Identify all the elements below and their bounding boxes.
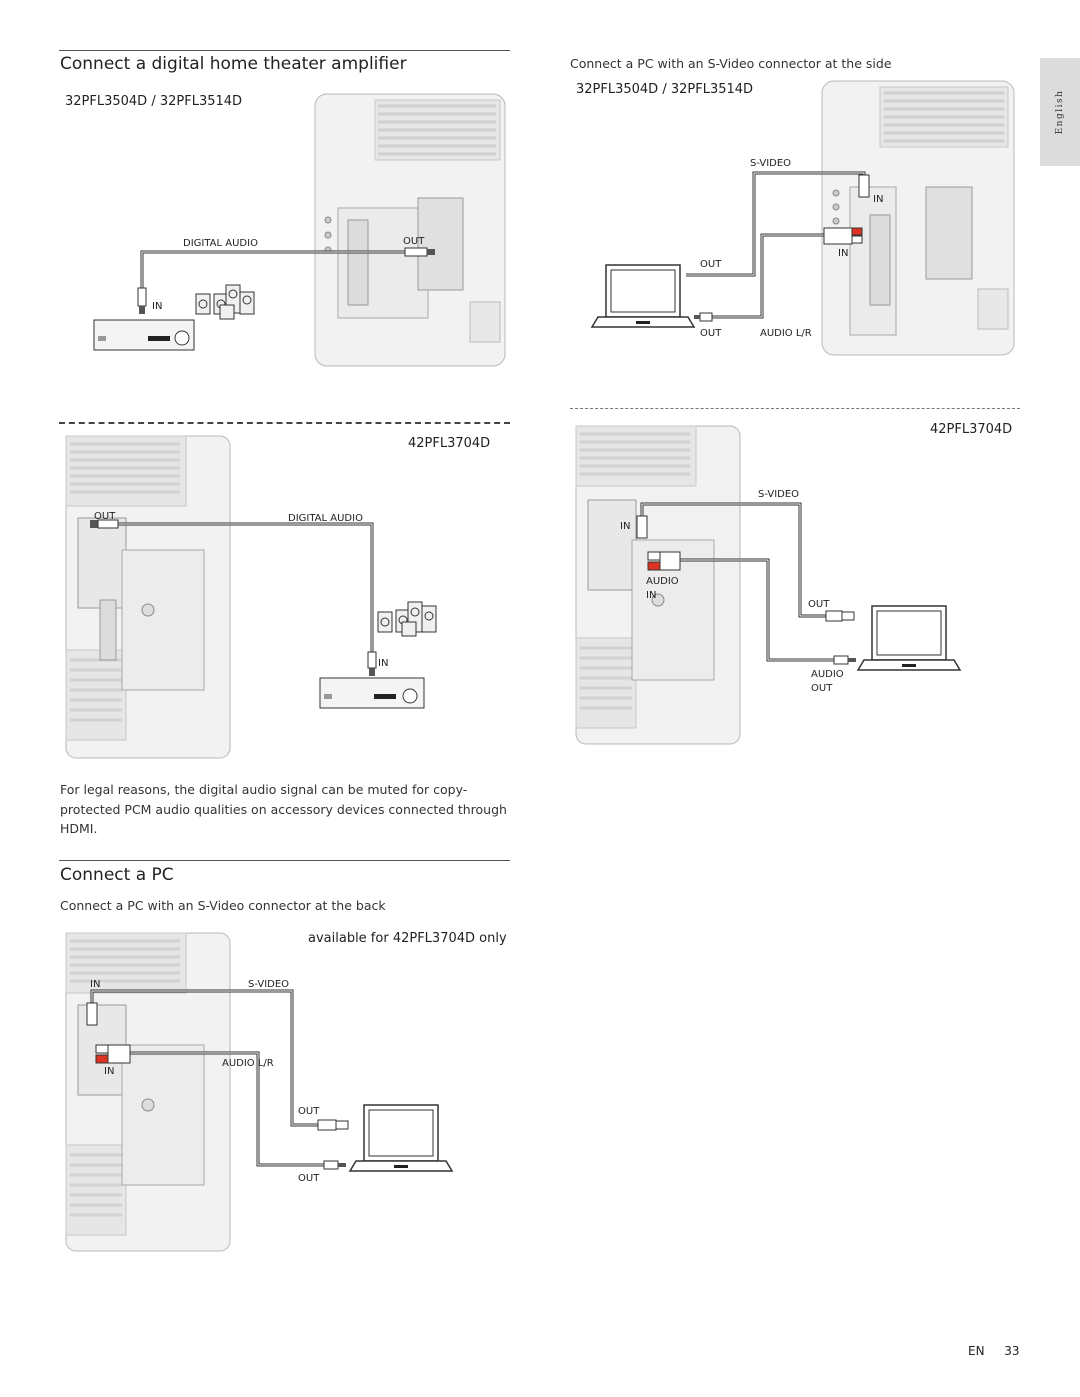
page-footer: EN 33 — [968, 1344, 1020, 1358]
footer-lang: EN — [968, 1344, 985, 1358]
label-audio-lr: AUDIO L/R — [760, 328, 812, 339]
label-in-bottom: IN — [104, 1066, 114, 1077]
label-audio-lr: AUDIO L/R — [222, 1058, 274, 1069]
digital-audio-plug — [97, 519, 119, 529]
section-divider — [59, 422, 510, 424]
label-out-top: OUT — [700, 259, 722, 270]
section-rule — [59, 860, 510, 861]
audio-plug-red — [647, 561, 661, 571]
legal-note: For legal reasons, the digital audio sig… — [60, 782, 507, 836]
footer-page-number: 33 — [1004, 1344, 1020, 1358]
label-svideo: S-VIDEO — [758, 489, 799, 500]
label-in: IN — [152, 301, 162, 312]
label-svideo: S-VIDEO — [750, 158, 791, 169]
label-audio-out-line1: AUDIO — [811, 669, 844, 680]
label-digital-audio: DIGITAL AUDIO — [288, 513, 363, 524]
audio-plug-white — [851, 235, 863, 244]
label-out: OUT — [403, 236, 425, 247]
label-audio: AUDIO — [646, 576, 679, 587]
label-digital-audio: DIGITAL AUDIO — [183, 238, 258, 249]
digital-audio-plug — [404, 247, 428, 257]
figure-2-model: 42PFL3704D — [408, 436, 491, 451]
section-title-amplifier: Connect a digital home theater amplifier — [60, 54, 407, 74]
label-in-top: IN — [90, 979, 100, 990]
label-out: OUT — [94, 511, 116, 522]
speakers-icon — [195, 284, 255, 320]
vent-grille — [65, 932, 187, 994]
audio-plug-white — [95, 1044, 109, 1054]
label-in-mid: IN — [838, 248, 848, 259]
section-title-pc: Connect a PC — [60, 865, 174, 885]
audio-plug-white — [647, 551, 661, 561]
label-in-top: IN — [873, 194, 883, 205]
figure-4-diagram: S-VIDEO IN IN OUT OUT AUDIO L/R — [590, 80, 1015, 356]
figure-2-diagram: OUT DIGITAL AUDIO IN — [65, 435, 437, 759]
laptop-icon — [348, 1104, 454, 1172]
connector-bay — [587, 499, 637, 591]
label-out: OUT — [808, 599, 830, 610]
audio-plug-red — [95, 1054, 109, 1064]
vent-grille — [65, 435, 187, 507]
vent-grille — [575, 425, 697, 487]
figure-5-diagram: S-VIDEO IN AUDIO IN OUT AUDIO OUT — [575, 425, 962, 745]
figure-1-diagram: DIGITAL AUDIO OUT IN — [93, 93, 506, 367]
svideo-plug — [858, 174, 870, 198]
svideo-plug — [86, 1002, 98, 1026]
figure-3-diagram: IN S-VIDEO IN AUDIO L/R OUT OUT — [65, 932, 454, 1252]
speakers-icon — [377, 601, 437, 637]
label-in-top: IN — [620, 521, 630, 532]
label-audio-out-line2: OUT — [811, 683, 833, 694]
label-out-top: OUT — [298, 1106, 320, 1117]
pc-back-subtitle: Connect a PC with an S-Video connector a… — [60, 898, 386, 913]
figure-3-availability: available for 42PFL3704D only — [308, 931, 507, 946]
section-divider — [570, 408, 1020, 409]
audio-plug-red — [851, 227, 863, 236]
section-rule — [59, 50, 510, 51]
connector-bay — [77, 517, 127, 609]
laptop-icon — [590, 264, 696, 328]
language-tab: English — [1040, 58, 1080, 166]
figure-4-model: 32PFL3504D / 32PFL3514D — [576, 82, 754, 97]
label-out-bottom: OUT — [700, 328, 722, 339]
figure-1-model: 32PFL3504D / 32PFL3514D — [65, 94, 243, 109]
label-out-bottom: OUT — [298, 1173, 320, 1184]
svideo-plug — [636, 515, 648, 539]
figure-5-model: 42PFL3704D — [930, 422, 1013, 437]
language-tab-label: English — [1055, 89, 1065, 135]
pc-side-subtitle: Connect a PC with an S-Video connector a… — [570, 56, 892, 71]
laptop-icon — [856, 605, 962, 671]
label-in-bottom: IN — [646, 590, 656, 601]
label-in: IN — [378, 658, 388, 669]
label-svideo: S-VIDEO — [248, 979, 289, 990]
